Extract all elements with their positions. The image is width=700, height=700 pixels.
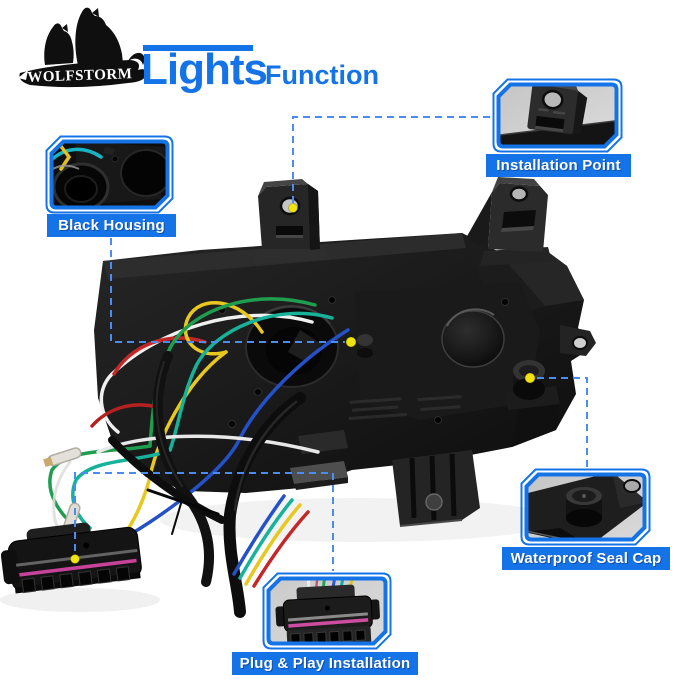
side-bracket-arm	[560, 325, 596, 356]
brand-name: WOLFSTORM	[27, 66, 133, 86]
round-bulb-cap	[441, 308, 505, 368]
callout-line-black-housing	[110, 238, 345, 343]
wolf-tail-curl	[128, 52, 145, 65]
inset-waterproof-seal-cap	[520, 468, 651, 546]
label-waterproof-seal-cap: Waterproof Seal Cap	[502, 547, 670, 570]
logo-banner	[19, 60, 147, 88]
title-accent-bar	[143, 45, 253, 51]
callout-marker-waterproof-seal-cap	[524, 372, 536, 384]
callout-line-waterproof-seal-cap	[537, 377, 588, 467]
center-stud	[357, 334, 373, 358]
page-subtitle: Function	[265, 60, 379, 90]
label-installation-point: Installation Point	[486, 154, 631, 177]
inset-plug-play	[262, 572, 392, 650]
lamp-socket-opening	[245, 305, 339, 388]
mounting-tab-right	[466, 177, 548, 252]
plug-play-closeup-image	[262, 572, 392, 650]
wolf-small-silhouette	[44, 23, 74, 65]
wolfstorm-logo: WOLFSTORM	[18, 7, 147, 88]
installation-point-closeup-image	[492, 78, 623, 153]
callout-marker-plug-play	[70, 554, 80, 564]
callout-line-plug-play	[74, 472, 334, 571]
label-plug-play: Plug & Play Installation	[232, 652, 418, 675]
black-housing-closeup-image	[45, 135, 174, 214]
callout-line-installation-point	[292, 116, 491, 203]
callout-marker-black-housing	[345, 336, 357, 348]
callout-marker-installation-point	[288, 203, 298, 213]
wolf-large-silhouette	[75, 7, 123, 65]
label-black-housing: Black Housing	[47, 214, 176, 237]
waterproof-seal-cap-closeup-image	[520, 468, 651, 546]
inset-black-housing	[45, 135, 174, 214]
page-title: Lights	[141, 45, 268, 94]
bottom-ribbed-bracket	[392, 450, 480, 527]
inset-installation-point	[492, 78, 623, 153]
